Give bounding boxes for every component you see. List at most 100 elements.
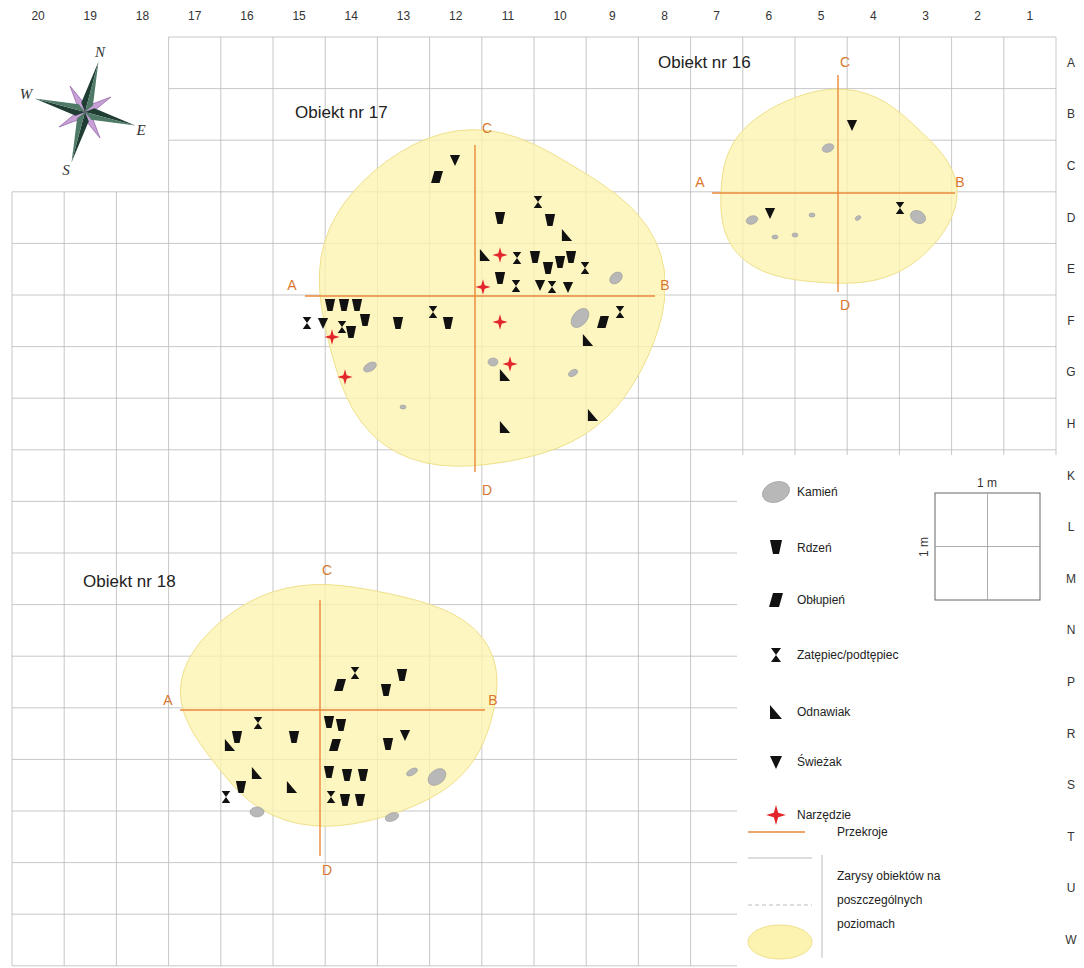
legend-text: Przekroje [837,825,888,839]
stone-symbol [759,478,792,506]
legend-text: Odnawiak [797,705,850,719]
column-number: 4 [870,9,877,23]
column-number: 15 [292,9,305,23]
flake-symbol [450,155,460,166]
renewal-flake-symbol [480,249,490,261]
legend-line [748,905,812,906]
row-letter: P [1067,675,1075,689]
row-letter: K [1067,469,1075,483]
rejuvenation-symbol [429,306,438,318]
stone-symbol [908,208,928,226]
compass-letter: E [136,122,145,139]
rejuvenation-symbol [896,202,905,214]
column-number: 17 [188,9,201,23]
column-number: 9 [609,9,616,23]
core-symbol [324,716,334,728]
feature-fill [180,585,497,827]
spall-symbol [769,593,783,607]
legend-ground [737,455,1067,968]
compass-letter: S [62,162,70,179]
core-symbol [339,299,349,311]
rejuvenation-symbol [254,717,263,729]
spall-symbol [431,171,443,183]
legend-divider [822,855,823,958]
row-letter: L [1068,520,1075,534]
tool-symbol [492,247,507,262]
section-letter: C [482,120,492,136]
flake-symbol [318,318,328,329]
section-letter: B [955,174,964,190]
renewal-flake-symbol [287,781,297,793]
flake-symbol [765,208,775,219]
flake-symbol [535,280,545,291]
row-letter: U [1067,881,1076,895]
stone-symbol [567,368,579,378]
core-symbol [342,769,352,781]
row-letter: F [1067,314,1074,328]
rejuvenation-symbol [327,791,336,803]
core-symbol [358,769,368,781]
row-letter: R [1067,727,1076,741]
feature-shape [650,45,970,300]
section-letter: A [163,692,172,708]
feature-title: Obiekt nr 16 [658,53,751,73]
section-letter: D [322,862,332,878]
legend-line [748,831,805,832]
core-symbol [770,540,782,554]
legend-text: Kamień [797,485,838,499]
section-letter: C [322,562,332,578]
rejuvenation-symbol [338,321,347,333]
row-letter: W [1065,933,1076,947]
feature-shape [70,570,505,855]
feature-fill [319,130,665,467]
rejuvenation-symbol [581,262,590,274]
rejuvenation-symbol [513,252,522,264]
stone-symbol [745,214,759,226]
stone-symbol [425,765,449,789]
section-letter: A [695,174,704,190]
tool-symbol [337,369,352,384]
flake-symbol [770,756,782,769]
column-number: 2 [974,9,981,23]
legend-swatch [748,925,812,959]
spall-symbol [597,316,609,328]
core-symbol [393,317,403,329]
core-symbol [530,251,540,263]
core-symbol [325,299,335,311]
core-symbol [397,669,407,681]
legend-line [748,858,812,859]
stone-symbol [384,811,400,823]
section-line [305,295,655,296]
stone-symbol [405,766,418,777]
flake-symbol [847,120,857,131]
row-letter: B [1067,107,1075,121]
grid-line [169,37,1056,38]
legend-text: Świeżak [797,755,842,769]
rejuvenation-symbol [548,281,557,293]
column-number: 20 [31,9,44,23]
renewal-flake-symbol [583,334,593,346]
feature-title: Obiekt nr 17 [295,103,388,123]
renewal-flake-symbol [562,229,572,241]
stone-symbol [809,213,815,217]
grid-line [64,192,65,966]
stone-symbol [854,215,861,221]
legend-text: Narzędzie [797,808,851,822]
renewal-flake-symbol [225,739,235,751]
scale-line [935,546,1040,547]
feature-outline: Obiekt nr 17 [280,95,665,475]
section-letter: B [660,277,669,293]
renewal-flake-symbol [500,421,510,433]
section-line [712,192,955,193]
core-symbol [383,738,393,750]
section-letter: C [840,54,850,70]
column-number: 7 [713,9,720,23]
feature-outline: Obiekt nr 16 [650,45,970,300]
core-symbol [289,731,299,743]
section-line [837,75,838,292]
feature-title: Obiekt nr 18 [83,572,176,592]
core-symbol [324,766,334,778]
row-letter: N [1067,623,1076,637]
